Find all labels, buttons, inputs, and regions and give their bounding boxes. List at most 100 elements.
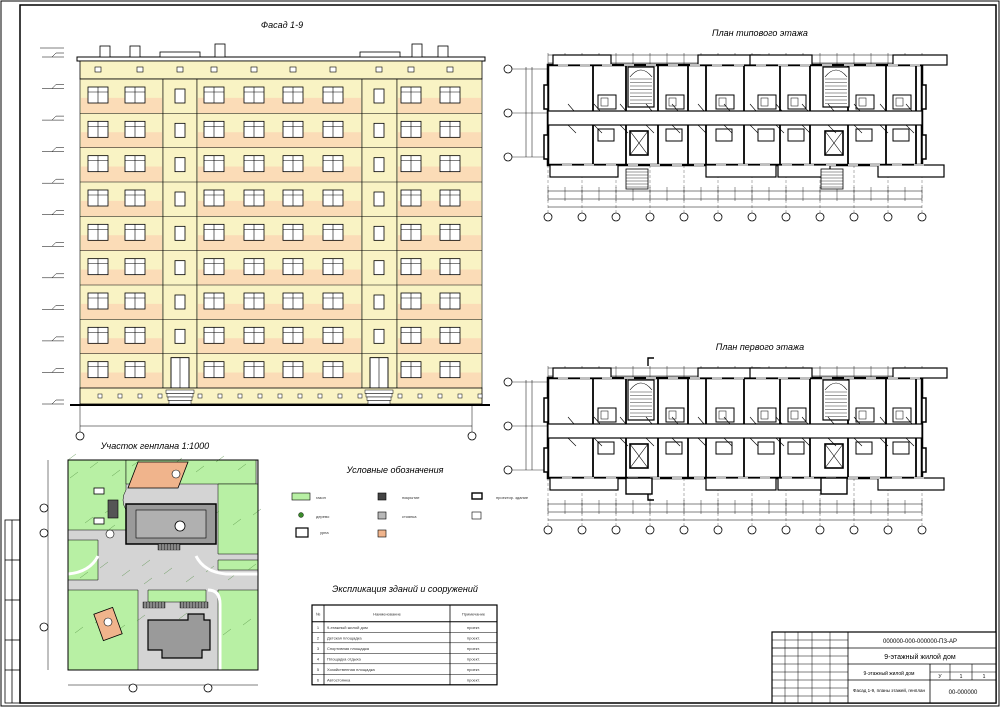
lawn-hatch [141,559,151,567]
door-swing [593,124,603,134]
floor-band [198,372,361,388]
door-swing [853,437,863,447]
loggia [892,367,948,379]
bath-fixture [600,97,609,107]
door-swing [619,416,627,425]
staircase [822,66,850,108]
attic-vent [210,66,218,73]
elevator-cross [824,443,844,469]
door-swing [853,416,861,425]
bathroom [597,94,617,110]
typical-plan-title: План типового этажа [712,28,808,38]
table-cell: проект. [467,625,480,630]
window [87,361,109,379]
lawn-hatch [163,567,173,575]
facade-elevation [40,43,490,441]
bathroom [855,407,875,423]
window [124,155,146,173]
loggia [552,54,612,66]
floor-band [198,132,361,148]
plinth-vent [217,393,223,399]
door-swing [801,437,811,447]
axis-bubble-9 [815,212,825,222]
lawn-hatch [106,524,116,532]
elevation-mark-arrow [51,336,64,342]
staircase [627,66,655,108]
legend: газондеревоурнапокрытиестоянкапроектир. … [291,492,529,538]
table-cell: Детская площадка [327,635,362,640]
plinth-vent [297,393,303,399]
window [322,361,344,379]
table-cell: проект. [467,656,480,661]
window [400,120,422,138]
legend-label: стоянка [402,514,417,519]
window [203,120,225,138]
stamp-org: 00-000000 [949,690,978,696]
window [322,86,344,104]
table-cell: Автостоянка [327,677,351,682]
attic-vent [94,66,102,73]
stamp-sheet-name: Фасад 1-9, планы этажей, генплан [853,687,925,693]
bathroom [665,407,685,423]
staircase [627,379,655,421]
existing-building [147,613,211,659]
bathroom [892,407,912,423]
table-cell: проект. [467,667,480,672]
window [203,258,225,276]
window [124,223,146,241]
window [322,120,344,138]
window [322,155,344,173]
stair-window [373,191,385,207]
window [322,326,344,344]
window [124,120,146,138]
plinth-vent [397,393,403,399]
door-swing [567,103,575,112]
window [87,86,109,104]
window [282,223,304,241]
inner-frame [19,4,997,704]
axis-bubble-6 [713,525,723,535]
table-cell: 6 [317,677,320,682]
elevation-mark-arrow [51,305,64,310]
site-axis-bubble [39,503,49,513]
entrance-step [364,389,394,394]
axis-bubble-11 [883,212,893,222]
end-wall [543,397,549,423]
table-cell: Спортивная площадка [327,646,370,651]
plinth-vent [237,393,243,399]
axis-bubble-8 [781,212,791,222]
window [243,189,265,207]
elevation-mark-arrow [51,210,64,215]
typical-floor-plan [503,53,948,222]
axis-bubble-1 [543,212,553,222]
window [439,361,461,379]
plinth-vent [417,393,423,399]
door-swing [775,416,783,425]
stamp-stage: У [938,674,942,680]
legend-label: покрытие [402,495,420,500]
building-number [174,520,186,532]
vestibule [625,477,653,495]
axis-bubble-В [503,64,513,74]
door-swing [775,437,785,447]
lawn [217,483,259,555]
facade-title: Фасад 1-9 [261,20,303,30]
door-swing [593,416,601,425]
window [400,155,422,173]
legend-label: газон [316,495,326,500]
window [124,258,146,276]
door-swing [827,437,837,447]
bathroom [855,94,875,110]
door-swing [671,103,679,112]
bath-fixture [858,97,867,107]
table-cell: 4 [317,656,320,661]
table-cell: 3 [317,646,320,651]
attic-vent [446,66,454,73]
axis-bubble-2 [577,525,587,535]
loggia [877,164,945,178]
lawn-hatch [67,453,77,461]
window [87,258,109,276]
door-swing [723,416,731,425]
end-wall [921,134,927,160]
